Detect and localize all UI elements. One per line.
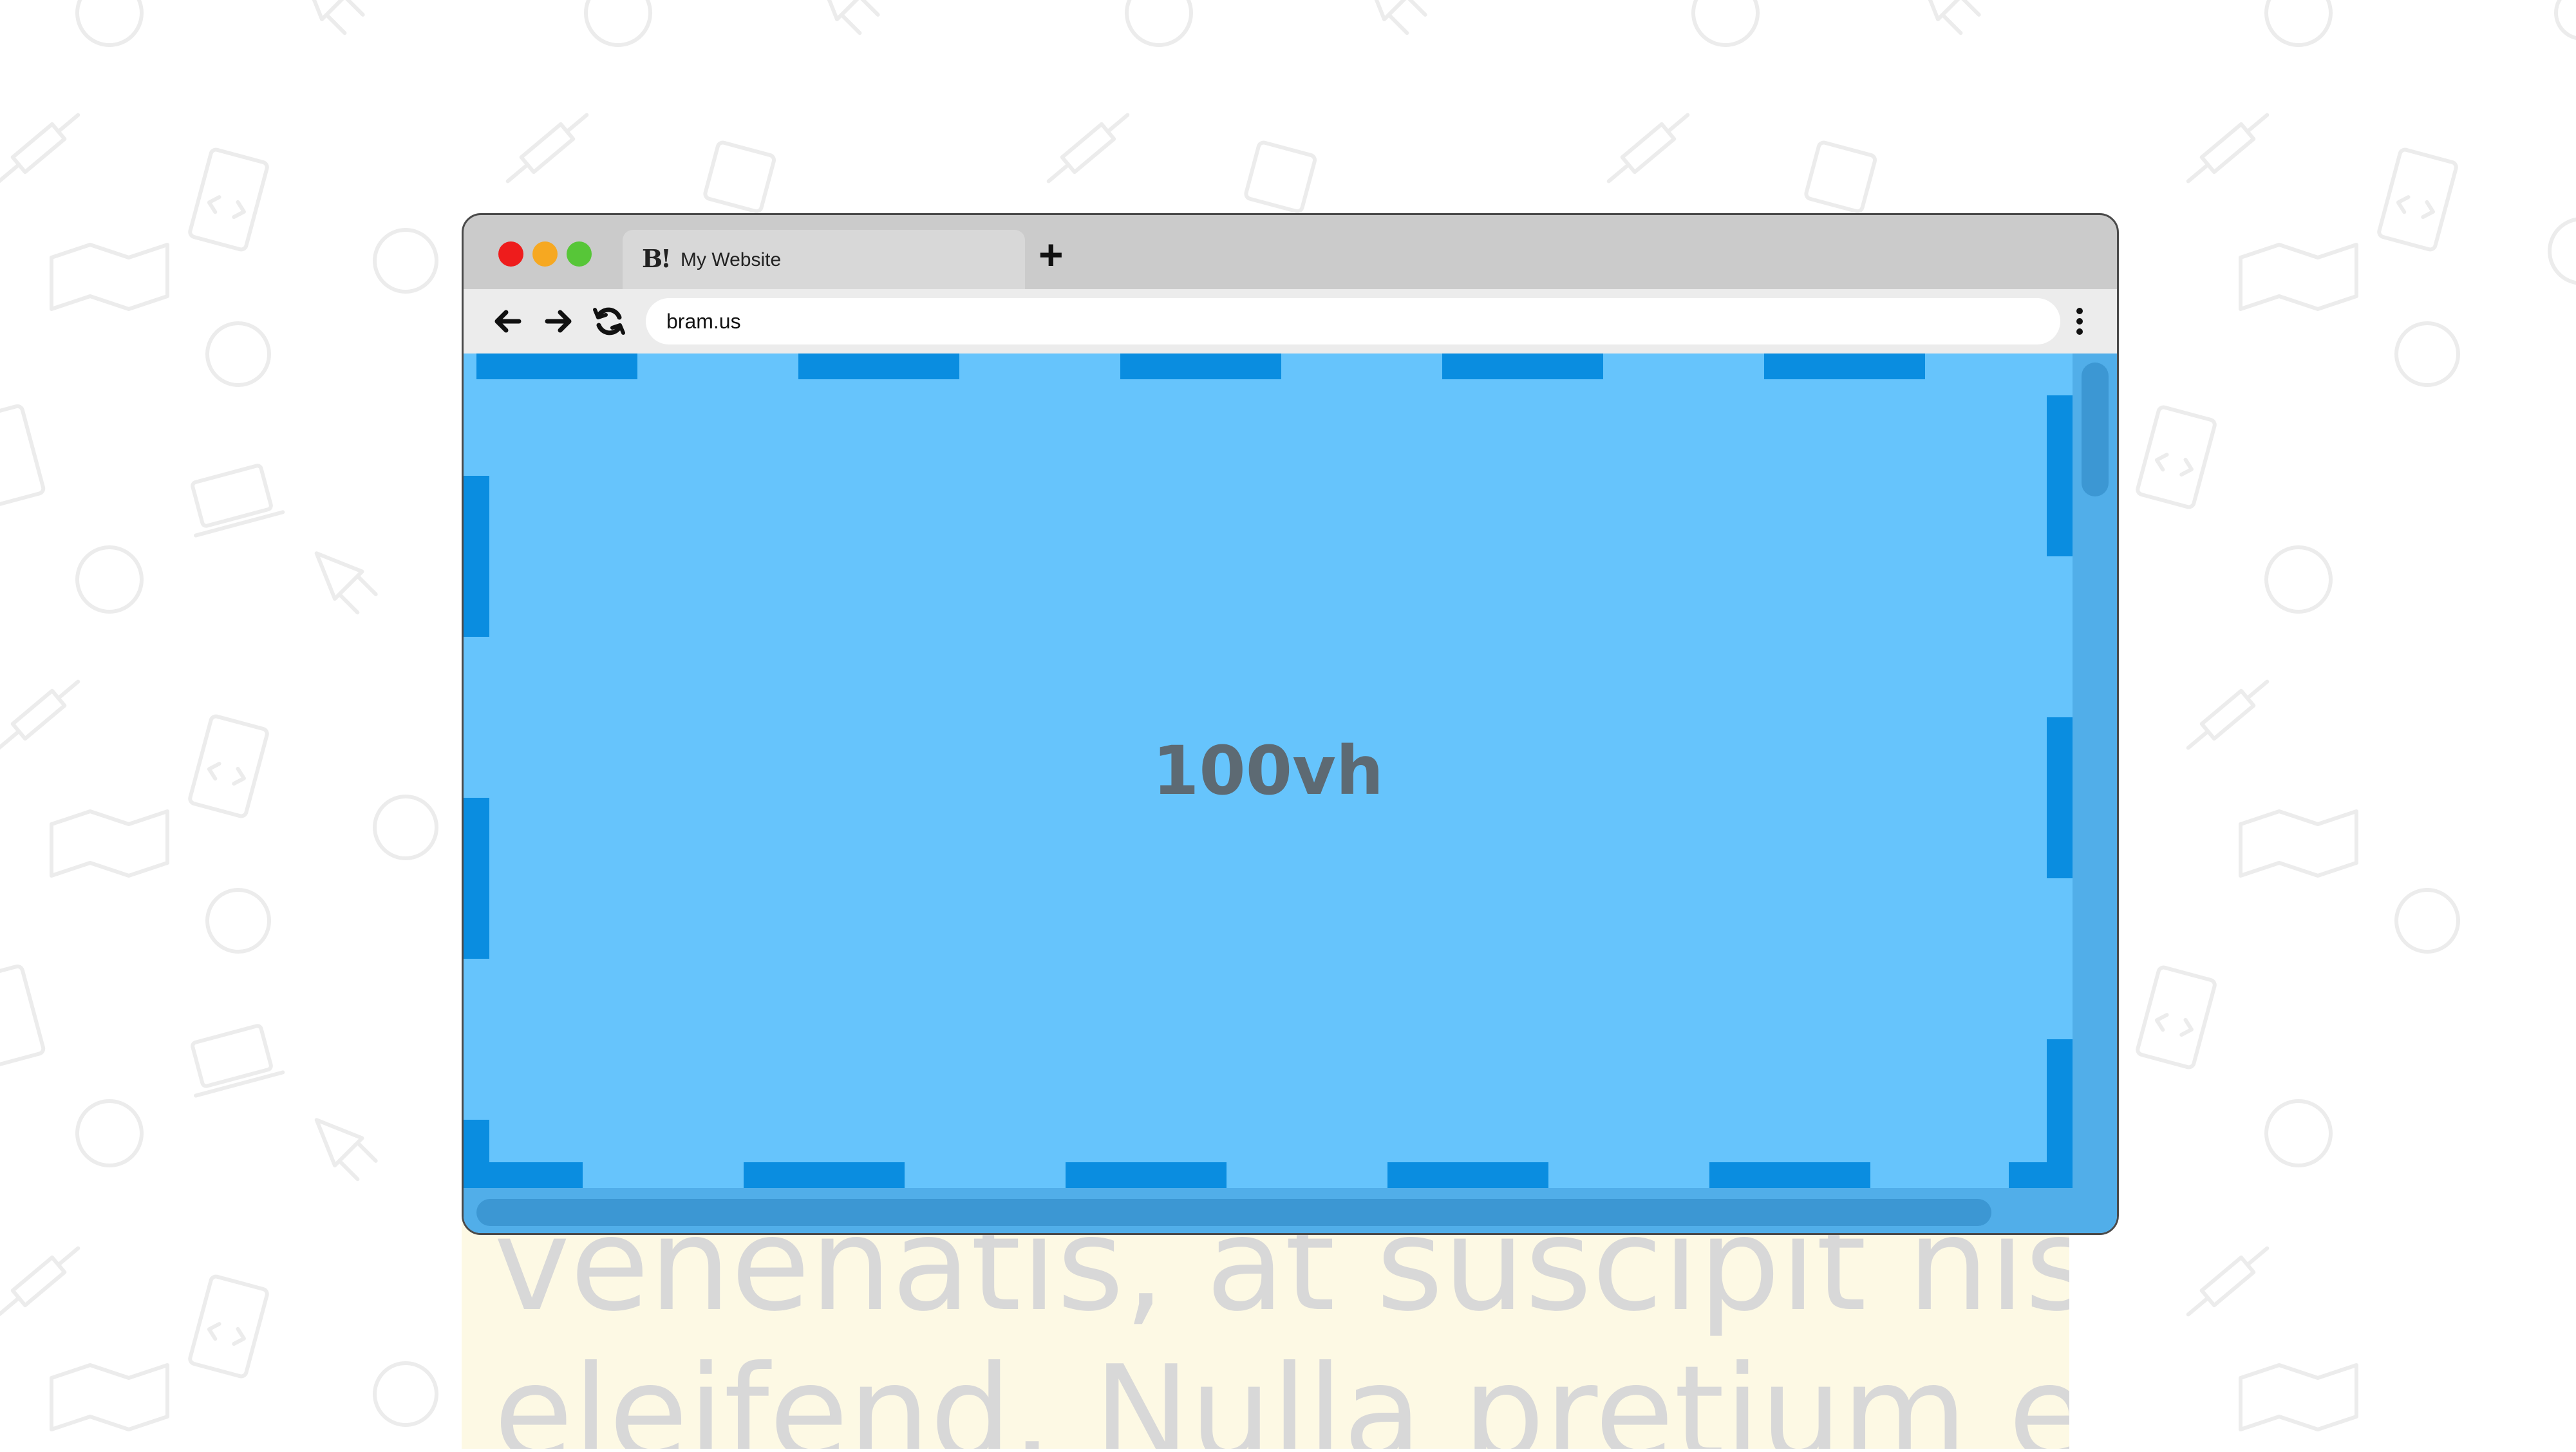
tab-my-website[interactable]: B! My Website [623, 230, 1025, 289]
overflow-content-area: venenatis, at suscipit nisi eleifend. Nu… [462, 1198, 2069, 1449]
minimize-window-button[interactable] [532, 241, 558, 267]
viewport-height-label: 100vh [1152, 731, 1384, 810]
reload-icon [593, 307, 625, 335]
viewport-content: 100vh [464, 354, 2073, 1188]
vertical-scrollbar-thumb[interactable] [2082, 363, 2109, 496]
browser-toolbar: bram.us [464, 289, 2117, 354]
tab-title: My Website [681, 249, 782, 270]
reload-button[interactable] [590, 302, 628, 341]
url-text: bram.us [666, 310, 741, 333]
address-bar[interactable]: bram.us [646, 298, 2060, 344]
forward-button[interactable] [540, 302, 578, 341]
zoom-window-button[interactable] [567, 241, 592, 267]
back-button[interactable] [488, 302, 527, 341]
close-window-button[interactable] [498, 241, 523, 267]
browser-window: B! My Website + bram.us [462, 213, 2119, 1235]
kebab-menu-icon [2076, 308, 2083, 335]
viewport-dashed-outline [464, 354, 2073, 1188]
arrow-left-icon [494, 310, 522, 333]
horizontal-scrollbar-thumb[interactable] [476, 1199, 1991, 1226]
page-viewport: 100vh [464, 354, 2117, 1233]
arrow-right-icon [545, 310, 572, 333]
favicon-icon: B! [642, 244, 672, 273]
new-tab-button[interactable]: + [1039, 231, 1064, 278]
overflow-text: venenatis, at suscipit nisi eleifend. Nu… [494, 1198, 2069, 1449]
browser-menu-button[interactable] [2070, 301, 2089, 342]
tab-bar: B! My Website + [464, 215, 2117, 289]
overflow-text-line: eleifend. Nulla pretium eget [494, 1338, 2069, 1449]
